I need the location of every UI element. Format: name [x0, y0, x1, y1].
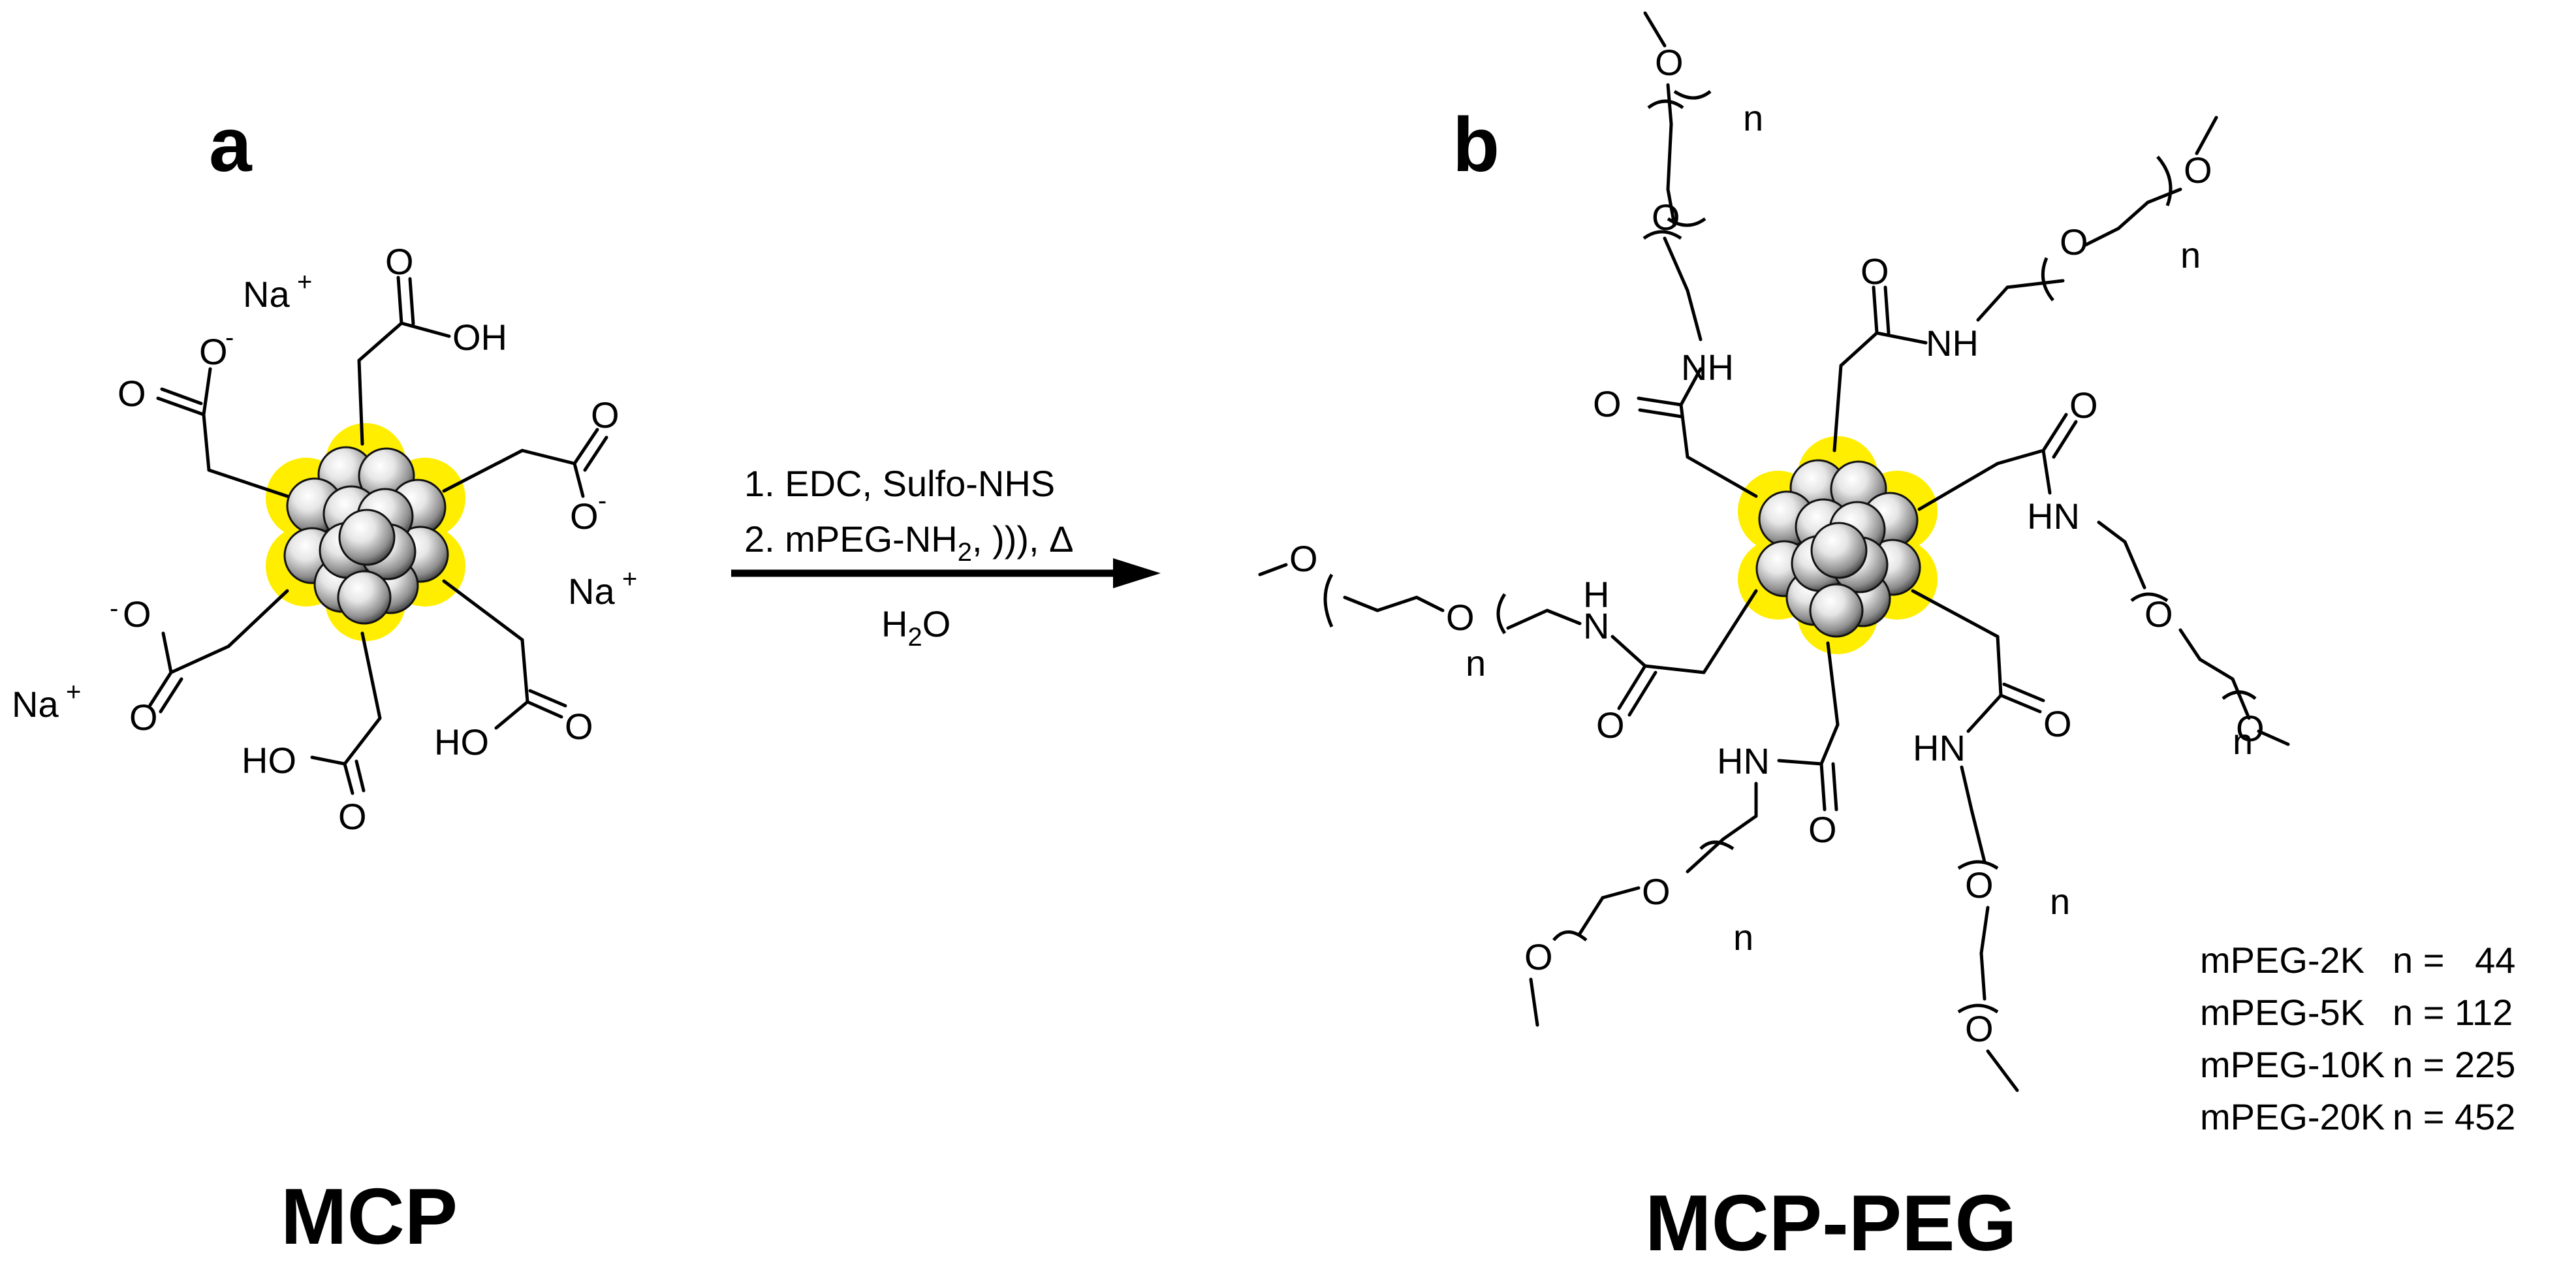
mcp-nanocluster: [264, 422, 467, 642]
peg-row-n: n = 452: [2393, 1096, 2515, 1137]
svg-text:O: O: [199, 331, 228, 372]
svg-text:O: O: [570, 496, 599, 537]
svg-text:O: O: [1655, 42, 1684, 83]
svg-text:O: O: [1965, 864, 1994, 906]
peg-row-n: n = 44: [2393, 940, 2515, 981]
peg-row-name: mPEG-10K: [2200, 1044, 2385, 1085]
step-1: 1. EDC, Sulfo-NHS: [744, 463, 1055, 504]
arm-lower-left-carboxylate: O - O: [110, 589, 289, 738]
peg-arm-lower-left: O HN O O n: [1524, 641, 1840, 1027]
svg-text:O: O: [123, 593, 151, 635]
svg-text:N: N: [1583, 605, 1609, 646]
svg-text:NH: NH: [1681, 347, 1734, 388]
arm-top-acid: O OH: [357, 241, 507, 446]
svg-text:O: O: [2144, 593, 2173, 635]
svg-text:O: O: [1524, 936, 1553, 977]
panel-b: b O NH O O n: [1258, 11, 2515, 1267]
arm-upper-right-carboxylate: O O -: [442, 394, 620, 537]
svg-text:Na: Na: [568, 571, 615, 612]
sodium-ions: Na + Na + Na +: [12, 268, 637, 725]
svg-text:O: O: [2069, 385, 2098, 426]
solvent: H2O: [881, 603, 950, 652]
svg-text:O: O: [1289, 538, 1318, 579]
arm-bottom-acid: HO O: [242, 631, 382, 837]
svg-text:O: O: [1596, 704, 1625, 746]
svg-text:O: O: [1446, 597, 1475, 638]
svg-text:Na: Na: [243, 274, 290, 315]
arm-lower-right-acid: HO O: [434, 579, 593, 763]
svg-text:O: O: [2043, 703, 2072, 744]
svg-text:n: n: [1733, 917, 1753, 958]
svg-text:OH: OH: [452, 317, 507, 358]
peg-arm-left: O H N O O n: [1258, 538, 1758, 746]
svg-text:O: O: [2184, 150, 2212, 191]
svg-text:O: O: [118, 373, 146, 414]
svg-text:HO: HO: [242, 740, 296, 781]
svg-text:O: O: [1593, 383, 1622, 424]
svg-text:O: O: [2236, 708, 2265, 749]
mcp-peg-nanocluster: [1736, 435, 1939, 655]
peg-row-n: n = 225: [2393, 1044, 2515, 1085]
peg-row-name: mPEG-2K: [2200, 940, 2364, 981]
peg-row-name: mPEG-5K: [2200, 992, 2364, 1033]
mcp-label: MCP: [281, 1172, 458, 1261]
svg-text:O: O: [565, 706, 593, 747]
svg-text:n: n: [2233, 721, 2253, 762]
svg-text:NH: NH: [1926, 323, 1979, 364]
svg-text:-: -: [110, 594, 118, 623]
svg-text:HN: HN: [1717, 740, 1770, 782]
svg-text:+: +: [622, 565, 637, 593]
svg-text:HN: HN: [2027, 496, 2080, 537]
reaction-arrow-head: [1113, 558, 1161, 588]
peg-row-n: n = 112: [2393, 992, 2513, 1033]
svg-text:Na: Na: [12, 684, 59, 725]
arm-upper-left-carboxylate: O O -: [118, 323, 289, 498]
svg-text:n: n: [2180, 234, 2201, 276]
peg-arm-upper-left: O NH O O n: [1593, 11, 1763, 498]
step-2: 2. mPEG-NH2, ))), Δ: [744, 518, 1074, 567]
svg-text:HO: HO: [434, 721, 489, 763]
panel-b-letter: b: [1453, 102, 1500, 188]
svg-text:n: n: [1743, 97, 1763, 138]
peg-arm-lower-right: O HN O O n: [1911, 589, 2072, 1092]
svg-text:-: -: [598, 486, 606, 515]
svg-text:O: O: [385, 241, 414, 282]
panel-a: a O OH O O -: [12, 102, 637, 1261]
svg-text:-: -: [225, 323, 234, 352]
svg-text:O: O: [338, 796, 367, 837]
svg-text:O: O: [1652, 197, 1680, 238]
svg-text:+: +: [297, 268, 312, 296]
svg-text:HN: HN: [1913, 727, 1966, 768]
svg-text:O: O: [1861, 251, 1889, 292]
svg-text:O: O: [1808, 809, 1837, 850]
svg-text:O: O: [591, 394, 620, 435]
svg-text:n: n: [2050, 881, 2070, 922]
peg-arm-upper-right: O NH O O n: [1832, 116, 2218, 452]
peg-table: mPEG-2K n = 44 mPEG-5K n = 112 mPEG-10K …: [2200, 940, 2515, 1137]
svg-text:O: O: [129, 697, 158, 738]
panel-a-letter: a: [209, 102, 253, 188]
svg-text:O: O: [1965, 1008, 1994, 1049]
mcp-peg-label: MCP-PEG: [1645, 1178, 2017, 1267]
svg-text:+: +: [66, 678, 81, 706]
reaction-conditions: 1. EDC, Sulfo-NHS 2. mPEG-NH2, ))), Δ H2…: [731, 463, 1161, 652]
peg-arm-right: O HN O O n: [1917, 385, 2290, 762]
svg-text:n: n: [1466, 642, 1486, 684]
svg-text:O: O: [2060, 221, 2088, 262]
svg-text:H: H: [1583, 574, 1609, 615]
peg-row-name: mPEG-20K: [2200, 1096, 2385, 1137]
svg-text:O: O: [1642, 871, 1671, 912]
